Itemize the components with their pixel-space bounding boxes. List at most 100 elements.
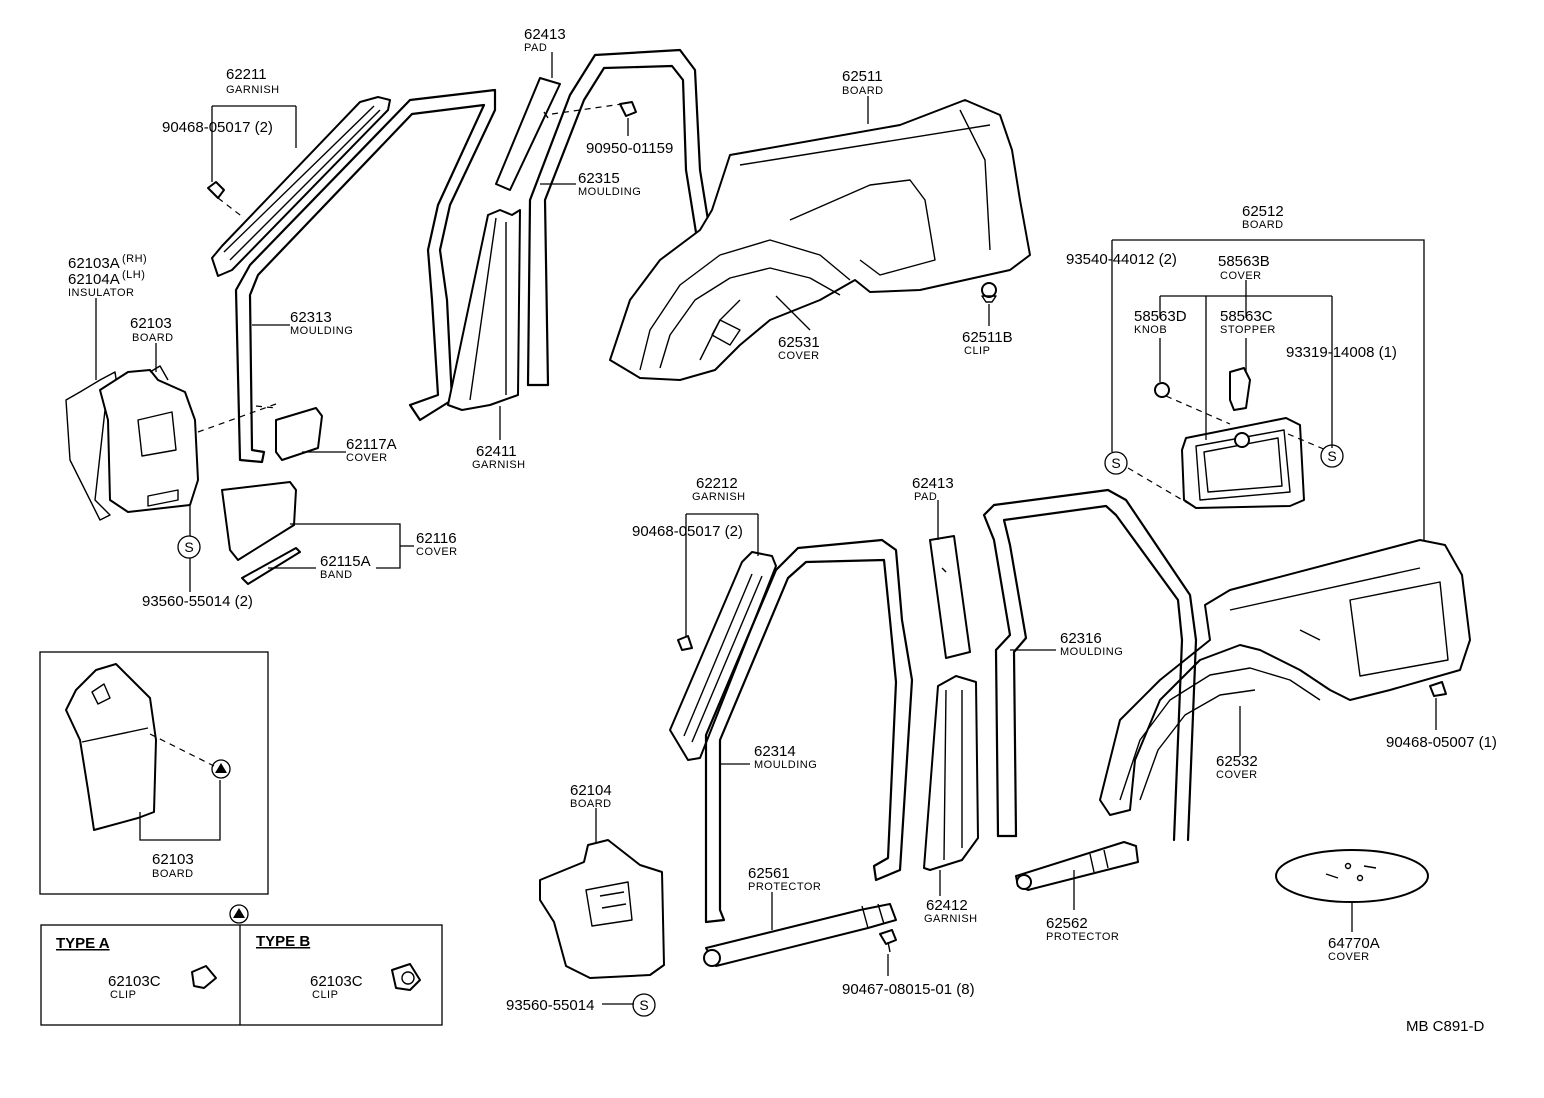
garnish-62412-part [923,675,979,871]
label-62411: 62411 GARNISH [472,443,526,471]
garnish-62212-part [669,551,777,761]
label-62512: 62512 BOARD [1242,203,1284,231]
label-type-a-clip: 62103C CLIP [108,973,161,1001]
svg-text:CLIP: CLIP [312,989,338,1001]
cover-62116-part [221,481,301,585]
screw-symbol-cover-right: S [1320,444,1344,468]
svg-text:S: S [184,539,193,555]
label-90468-05017-lower: 90468-05017 (2) [632,523,743,540]
screw-symbol-lower: S [632,993,656,1017]
svg-text:62412: 62412 [926,897,968,914]
label-90467-08015-01: 90467-08015-01 (8) [842,981,975,998]
label-93560-55014-lower: 93560-55014 [506,997,594,1014]
svg-text:BOARD: BOARD [842,85,884,97]
label-insulator: 62103A (RH) 62104A (LH) INSULATOR [68,253,147,299]
label-93560-55014-upper: 93560-55014 (2) [142,593,253,610]
svg-text:(RH): (RH) [122,253,147,265]
protector-62561-part [703,903,897,967]
svg-text:COVER: COVER [1328,951,1370,963]
board-62104-part [539,839,665,979]
svg-text:(LH): (LH) [122,269,145,281]
cover-58563-assembly-part [1154,367,1305,509]
svg-text:62313: 62313 [290,309,332,326]
svg-text:GARNISH: GARNISH [226,84,280,96]
svg-text:COVER: COVER [346,452,388,464]
triangle-symbol-type [229,904,249,924]
svg-text:62103A: 62103A [68,255,120,272]
label-62511: 62511 BOARD [842,68,884,97]
leader-lines [95,52,1437,1005]
board-62511-part [609,99,1031,381]
svg-text:GARNISH: GARNISH [924,913,978,925]
board-62103-part [65,365,199,521]
label-62561: 62561 PROTECTOR [748,865,821,893]
svg-text:COVER: COVER [1220,270,1262,282]
svg-text:58563C: 58563C [1220,308,1273,325]
label-62413-lower: 62413 PAD [912,475,954,503]
cover-64770a-part [1275,849,1429,903]
svg-text:MOULDING: MOULDING [290,325,353,337]
svg-text:62115A: 62115A [320,553,371,570]
label-62116: 62116 COVER [416,530,457,558]
inset-board-62103-part [65,663,157,831]
svg-text:62411: 62411 [476,443,517,460]
label-58563b: 58563B COVER [1218,253,1270,282]
triangle-symbol-inset [211,759,231,779]
svg-text:62532: 62532 [1216,753,1258,770]
svg-text:58563B: 58563B [1218,253,1270,270]
svg-text:CLIP: CLIP [110,989,136,1001]
svg-text:PROTECTOR: PROTECTOR [1046,931,1119,943]
svg-text:BOARD: BOARD [132,332,174,344]
svg-text:CLIP: CLIP [964,345,990,357]
svg-text:62562: 62562 [1046,915,1088,932]
garnish-62411-part [447,209,521,411]
svg-text:GARNISH: GARNISH [472,459,526,471]
svg-text:MOULDING: MOULDING [1060,646,1123,658]
svg-text:GARNISH: GARNISH [692,491,746,503]
svg-text:62561: 62561 [748,865,790,882]
type-b-clip-drawing [391,963,421,991]
label-62413-upper: 62413 PAD [524,26,566,54]
svg-text:COVER: COVER [1216,769,1258,781]
svg-text:BOARD: BOARD [570,798,612,810]
svg-text:62315: 62315 [578,170,620,187]
label-62316: 62316 MOULDING [1060,630,1123,658]
label-90950-01159: 90950-01159 [586,140,673,157]
svg-text:BAND: BAND [320,569,353,581]
svg-text:STOPPER: STOPPER [1220,324,1276,336]
label-62511b: 62511B CLIP [962,329,1013,357]
svg-text:MOULDING: MOULDING [578,186,641,198]
label-62211: 62211 GARNISH [226,66,280,96]
svg-text:62413: 62413 [524,26,566,43]
svg-text:62316: 62316 [1060,630,1102,647]
svg-text:64770A: 64770A [1328,935,1380,952]
svg-text:62103C: 62103C [108,973,161,990]
label-62531: 62531 COVER [778,334,820,362]
type-a-title: TYPE A [56,935,110,952]
svg-text:S: S [1327,448,1336,464]
svg-text:S: S [1111,455,1120,471]
svg-text:58563D: 58563D [1134,308,1187,325]
svg-text:62117A: 62117A [346,436,397,453]
label-62117a: 62117A COVER [346,436,397,464]
board-62512-part [1099,539,1471,816]
moulding-62314-part [704,538,914,924]
label-62315: 62315 MOULDING [578,170,641,198]
inset-frame [39,651,269,895]
label-93540-44012: 93540-44012 (2) [1066,251,1177,268]
svg-text:62211: 62211 [226,66,267,83]
label-type-b-clip: 62103C CLIP [310,973,363,1001]
moulding-62313-part [234,88,497,464]
svg-text:PAD: PAD [914,491,937,503]
svg-text:62314: 62314 [754,743,796,760]
svg-text:62511: 62511 [842,68,883,85]
protector-62562-part [1015,841,1139,891]
label-62115a: 62115A BAND [320,553,371,581]
svg-text:62104: 62104 [570,782,612,799]
label-62412: 62412 GARNISH [924,897,978,925]
svg-text:62511B: 62511B [962,329,1013,346]
clip-62511b-part [981,282,997,303]
svg-text:BOARD: BOARD [152,868,194,880]
svg-text:PAD: PAD [524,42,547,54]
svg-text:62104A: 62104A [68,271,120,288]
